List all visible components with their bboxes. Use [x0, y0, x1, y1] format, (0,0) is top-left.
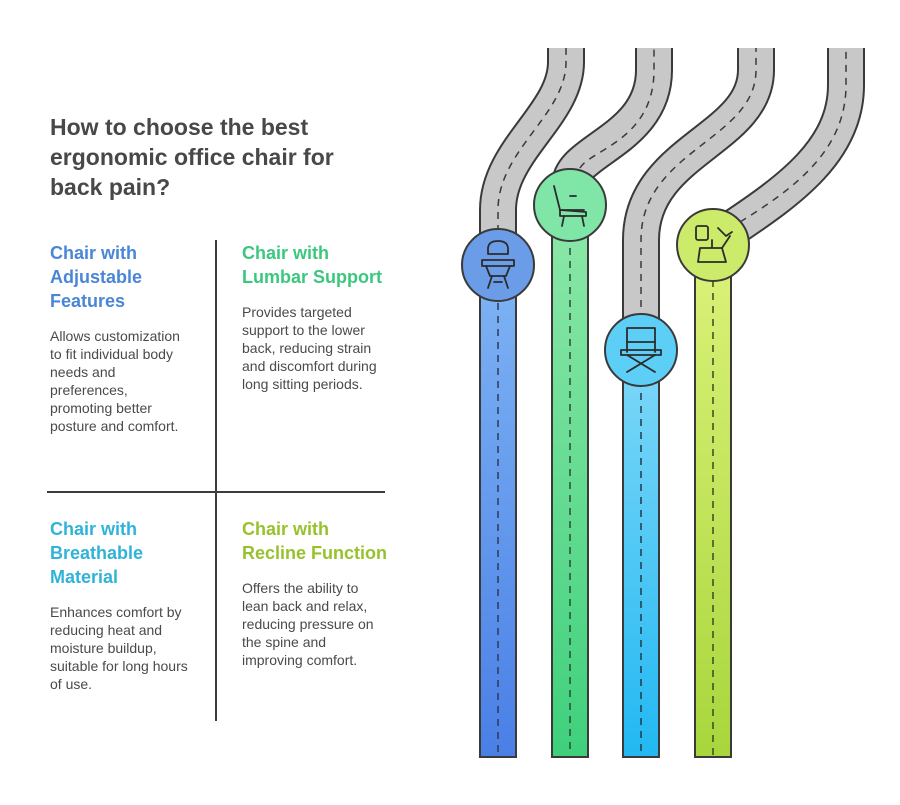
- option-breathable-material: Chair with Breathable Material Enhances …: [50, 517, 200, 693]
- option-description: Enhances comfort by reducing heat and mo…: [50, 604, 188, 692]
- option-lumbar-support: Chair with Lumbar Support Provides targe…: [242, 241, 392, 393]
- option-adjustable-features: Chair with Adjustable Features Allows cu…: [50, 241, 200, 435]
- grey-road-3: [622, 48, 775, 340]
- option-heading: Chair with Adjustable Features: [50, 243, 143, 311]
- grey-road-4: [719, 48, 865, 246]
- high-chair-icon: [461, 228, 535, 302]
- grid-divider-horizontal: [47, 491, 385, 493]
- lounge-chair-icon: [533, 168, 607, 242]
- road-lime: [694, 249, 732, 758]
- option-heading: Chair with Lumbar Support: [242, 243, 382, 287]
- grey-road-1: [479, 43, 585, 250]
- option-description: Offers the ability to lean back and rela…: [242, 580, 374, 668]
- option-description: Allows customization to fit individual b…: [50, 328, 180, 434]
- option-heading: Chair with Recline Function: [242, 519, 388, 563]
- option-heading: Chair with Breathable Material: [50, 519, 144, 587]
- option-recline-function: Chair with Recline Function Offers the a…: [242, 517, 392, 669]
- grid-divider-vertical: [215, 240, 217, 721]
- page-title: How to choose the best ergonomic office …: [50, 114, 334, 200]
- folding-chair-icon: [604, 313, 678, 387]
- recliner-icon: [676, 208, 750, 282]
- road-green: [551, 204, 589, 758]
- road-blue: [479, 264, 517, 758]
- road-cyan: [622, 349, 660, 758]
- option-description: Provides targeted support to the lower b…: [242, 304, 377, 392]
